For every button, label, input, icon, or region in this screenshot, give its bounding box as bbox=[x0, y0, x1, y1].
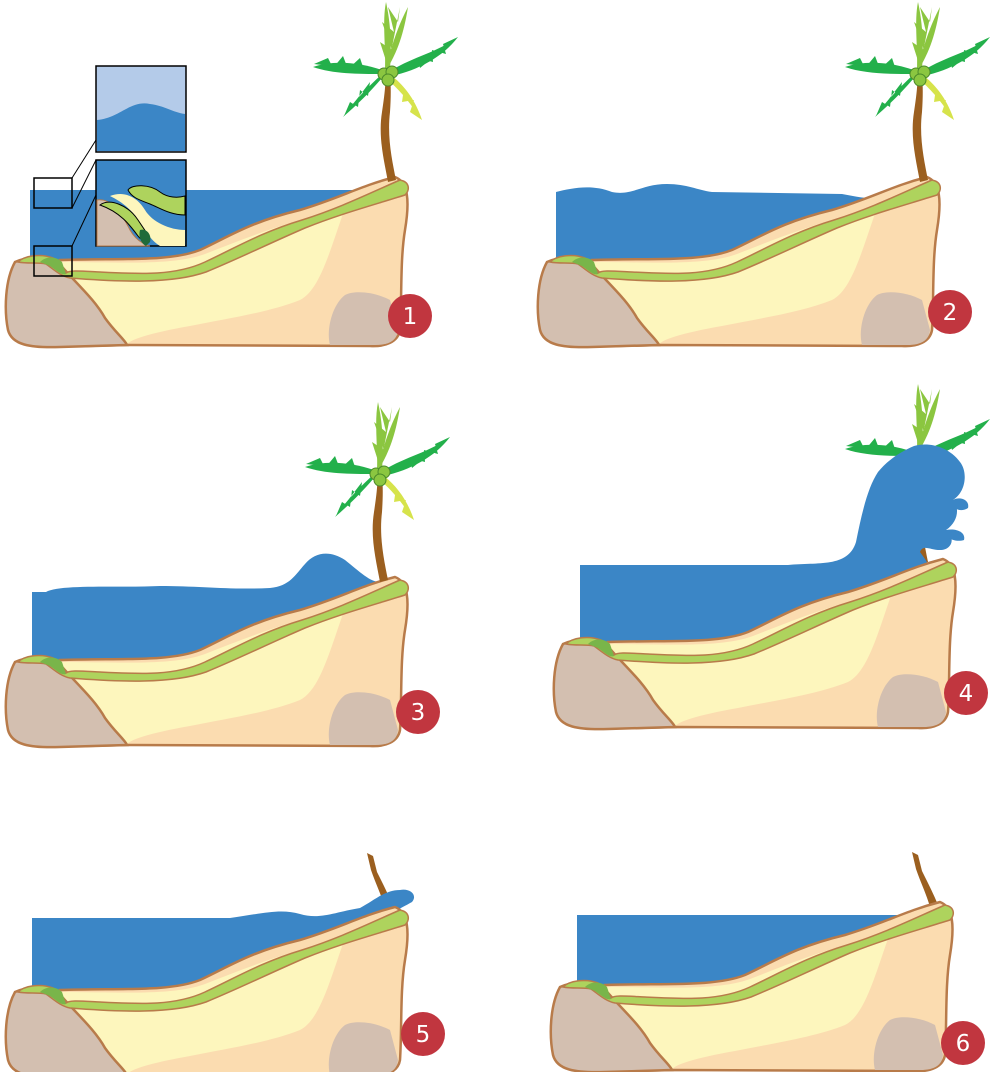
panel-5: 5 bbox=[6, 853, 445, 1072]
panel-4: 4 bbox=[554, 384, 990, 729]
step-number: 1 bbox=[403, 304, 418, 330]
panel-6: 6 bbox=[551, 852, 985, 1072]
panel-2: 2 bbox=[538, 2, 990, 347]
step-number: 3 bbox=[411, 700, 426, 726]
step-number: 5 bbox=[416, 1022, 431, 1048]
panel-1: 1 bbox=[6, 2, 458, 347]
step-number: 4 bbox=[959, 681, 974, 707]
palm-tree bbox=[313, 2, 458, 182]
palm-tree bbox=[845, 2, 990, 182]
step-number: 6 bbox=[956, 1031, 971, 1057]
panel-3: 3 bbox=[6, 402, 450, 747]
broken-tree bbox=[912, 852, 938, 907]
step-number: 2 bbox=[943, 300, 958, 326]
